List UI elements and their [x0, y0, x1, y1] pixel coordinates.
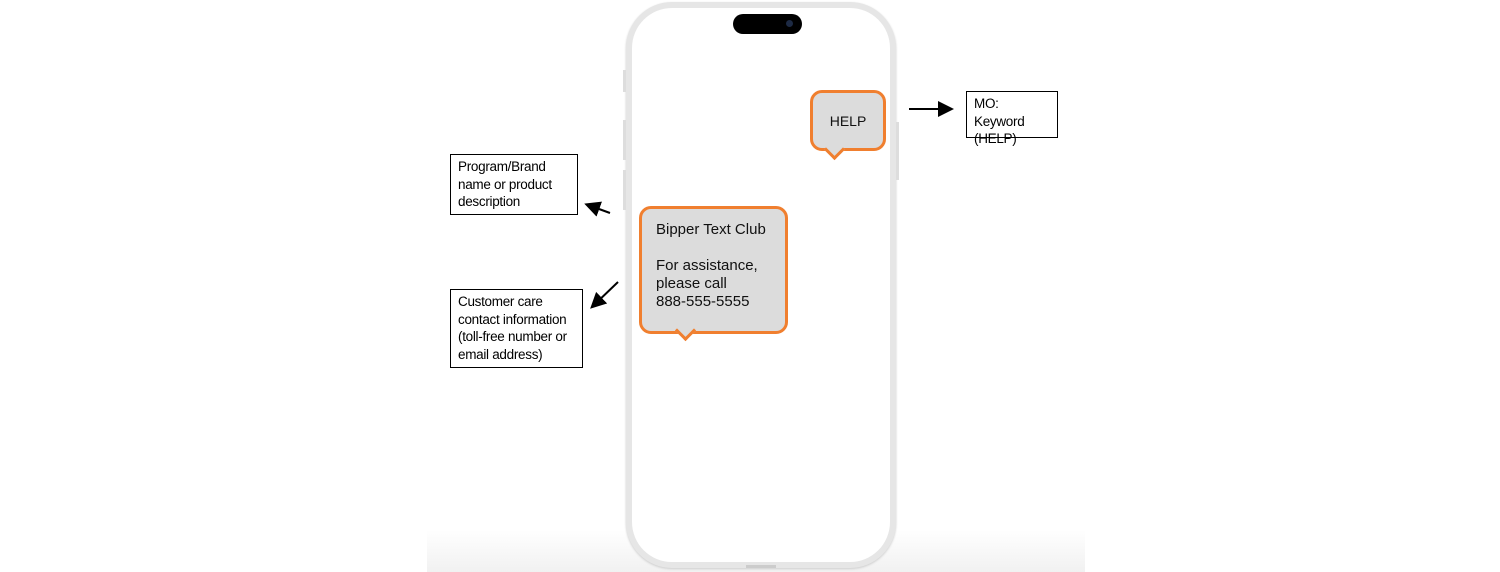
mo-keyword-label: MO: Keyword (HELP) — [966, 91, 1058, 146]
customer-care-label: Customer care contact information (toll-… — [450, 289, 583, 368]
assistance-text: For assistance, — [656, 257, 758, 274]
label-line: MO: Keyword — [974, 96, 1025, 129]
mo-message-text: HELP — [829, 113, 867, 129]
assistance-text: please call — [656, 275, 727, 292]
dynamic-island — [733, 14, 802, 34]
label-line: description — [458, 194, 520, 209]
mo-message-bubble: HELP — [810, 90, 886, 161]
side-button — [623, 70, 626, 92]
label-line: name or product — [458, 176, 552, 192]
label-line: contact information — [458, 311, 567, 327]
label-line: Customer care — [458, 294, 543, 309]
side-button — [623, 170, 626, 210]
brand-name: Bipper Text Club — [656, 221, 766, 238]
home-indicator — [746, 565, 776, 568]
label-line: (toll-free number or — [458, 329, 567, 344]
label-line: email address) — [458, 346, 543, 362]
label-line: Program/Brand — [458, 159, 546, 174]
arrow-to-program-label — [584, 201, 611, 217]
support-phone: 888-555-5555 — [656, 293, 750, 310]
label-line: (HELP) — [974, 131, 1017, 146]
side-button — [896, 122, 899, 180]
program-brand-label: Program/Brand name or product descriptio… — [450, 154, 578, 215]
arrow-to-customer-care-label — [590, 281, 619, 309]
response-message-bubble: Bipper Text Club For assistance, please … — [639, 206, 788, 342]
side-button — [623, 120, 626, 160]
camera-icon — [786, 20, 793, 27]
